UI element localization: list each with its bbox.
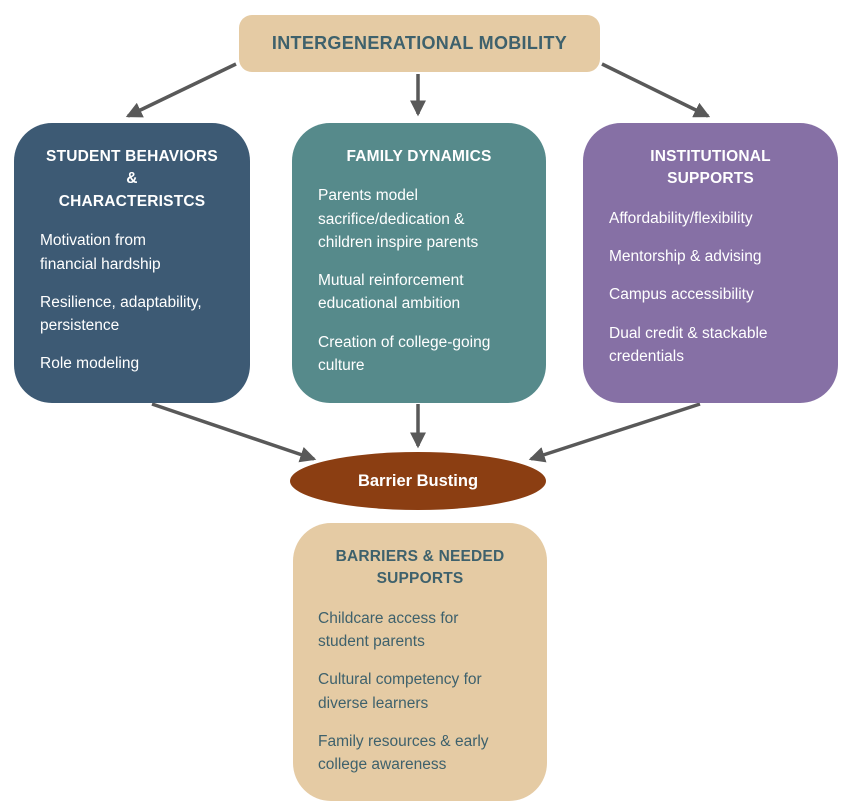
list-item: Childcare access for student parents (318, 609, 459, 651)
list-item: Parents model sacrifice/dedication & chi… (318, 187, 479, 251)
list-item: Mutual reinforcement educational ambitio… (318, 272, 464, 313)
barriers-needed-supports-title: BARRIERS & NEEDED SUPPORTS (335, 548, 505, 588)
list-item: Cultural competency for diverse learners (318, 671, 482, 712)
list-item: Family resources & early college awarene… (318, 732, 489, 774)
barriers-needed-supports-box: BARRIERS & NEEDED SUPPORTS Childcare acc… (293, 523, 547, 801)
arrow-student-to-ellipse (151, 402, 317, 463)
list-item: Resilience, adaptability, persistence (40, 293, 202, 335)
barrier-busting-ellipse: Barrier Busting (290, 452, 546, 510)
student-behaviors-title: STUDENT BEHAVIORS & CHARACTERISTCS (46, 148, 218, 210)
institutional-supports-box: INSTITUTIONAL SUPPORTS Affordability/fle… (583, 123, 838, 403)
intergenerational-mobility-box: INTERGENERATIONAL MOBILITY (239, 15, 600, 72)
student-behaviors-box: STUDENT BEHAVIORS & CHARACTERISTCS Motiv… (14, 123, 250, 403)
list-item: Dual credit & stackable credentials (609, 324, 768, 365)
list-item: Mentorship & advising (609, 248, 762, 266)
family-dynamics-box: FAMILY DYNAMICS Parents model sacrifice/… (292, 123, 546, 403)
list-item: Campus accessibility (609, 286, 754, 304)
arrow-institutional-to-ellipse (528, 402, 701, 463)
list-item: Role modeling (40, 355, 140, 373)
list-item: Motivation from financial hardship (40, 232, 161, 273)
barrier-busting-label: Barrier Busting (357, 471, 479, 490)
list-item: Creation of college-going culture (318, 333, 491, 374)
family-dynamics-title: FAMILY DYNAMICS (346, 148, 492, 165)
list-item: Affordability/flexibility (609, 209, 753, 227)
institutional-supports-title: INSTITUTIONAL SUPPORTS (650, 148, 771, 188)
intergenerational-mobility-title: INTERGENERATIONAL MOBILITY (271, 33, 568, 53)
arrow-top-to-student (125, 62, 237, 118)
arrow-top-to-institutional (601, 62, 711, 118)
